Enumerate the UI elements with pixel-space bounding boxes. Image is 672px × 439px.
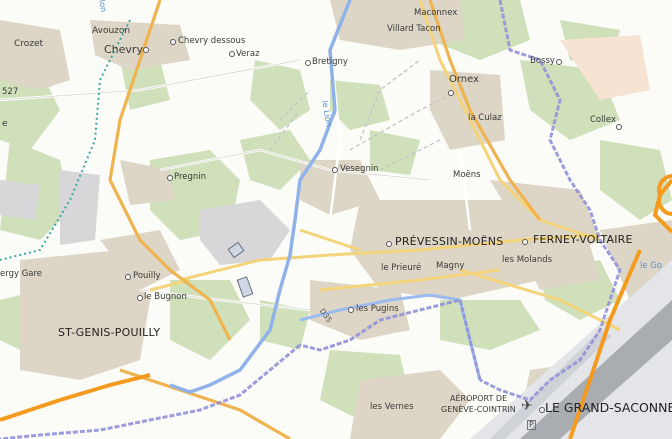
place-vesegnin[interactable]: Vesegnin: [340, 164, 379, 174]
industrial-areas: [0, 170, 290, 265]
place-le-grand-saconnex[interactable]: LE GRAND-SACONNE: [545, 400, 672, 415]
national-border: [0, 0, 622, 439]
place-maconnex[interactable]: Maconnex: [414, 8, 458, 18]
buildings: [227, 241, 254, 298]
airport-label-line1[interactable]: AÉROPORT DE: [450, 394, 508, 403]
pregnin-dot: [167, 175, 173, 181]
airport-icon: ✈: [521, 398, 533, 414]
ornex-dot: [448, 90, 454, 96]
place-prevessin-moens[interactable]: PRÉVESSIN-MOËNS: [395, 235, 504, 248]
place-le-prieure[interactable]: le Prieuré: [381, 263, 422, 273]
place-les-molands[interactable]: les Molands: [502, 255, 553, 265]
place-les-vernes[interactable]: les Vernes: [370, 402, 414, 412]
bossy-dot: [556, 59, 562, 65]
collex-dot: [616, 124, 622, 130]
river-label-top: Ion: [97, 0, 109, 13]
place-villard-tacon[interactable]: Villard Tacon: [387, 24, 441, 34]
prevessin-dot: [386, 241, 392, 247]
place-moens[interactable]: Moëns: [453, 170, 481, 180]
minor-road-casing: [0, 59, 431, 311]
bugnon-dot: [137, 295, 143, 301]
place-st-genis-pouilly[interactable]: ST-GENIS-POUILLY: [58, 326, 161, 339]
place-ornex[interactable]: Ornex: [449, 74, 480, 85]
railway: [0, 19, 131, 261]
place-ergy-gare[interactable]: ergy Gare: [0, 269, 43, 279]
place-chevry-dessous[interactable]: Chevry dessous: [178, 36, 246, 46]
parking-icon: P: [527, 420, 536, 430]
place-chevry[interactable]: Chevry: [104, 43, 143, 56]
river-le-lion: [169, 0, 352, 394]
chevry-dessous-dot: [170, 39, 176, 45]
main-roads: [108, 0, 542, 439]
place-collex[interactable]: Collex: [590, 115, 616, 125]
vesegnin-dot: [332, 167, 338, 173]
river-south: [299, 293, 482, 381]
pouilly-dot: [125, 274, 131, 280]
saconnex-dot: [539, 407, 545, 413]
chevry-dot: [143, 47, 149, 53]
place-bretigny[interactable]: Bretigny: [312, 57, 348, 67]
left-fragment-527: 527: [2, 87, 19, 97]
airport-label-line2[interactable]: GENÈVE-COINTRIN: [441, 405, 516, 414]
bretigny-dot: [305, 60, 311, 66]
ferney-dot: [522, 239, 528, 245]
pugins-dot: [348, 307, 354, 313]
secondary-roads: [149, 0, 621, 332]
place-bossy[interactable]: Bossy: [530, 56, 555, 66]
veraz-dot: [229, 51, 235, 57]
place-les-pugins[interactable]: les Pugins: [356, 304, 399, 314]
place-avouzon[interactable]: Avouzon: [92, 26, 131, 36]
place-pouilly[interactable]: Pouilly: [133, 271, 161, 281]
place-veraz[interactable]: Veraz: [236, 49, 260, 59]
place-pregnin[interactable]: Pregnin: [174, 172, 207, 182]
highway-east: [568, 249, 642, 439]
tracks: [269, 59, 481, 171]
place-le-bugnon[interactable]: le Bugnon: [144, 292, 187, 302]
place-crozet[interactable]: Crozet: [14, 39, 44, 49]
place-ferney-voltaire[interactable]: FERNEY-VOLTAIRE: [533, 233, 633, 246]
left-fragment-e: e: [2, 119, 8, 129]
place-magny[interactable]: Magny: [436, 261, 465, 271]
highway: [0, 373, 151, 422]
place-la-culaz[interactable]: la Culaz: [468, 113, 502, 123]
right-fragment-go: le Go: [640, 261, 663, 271]
